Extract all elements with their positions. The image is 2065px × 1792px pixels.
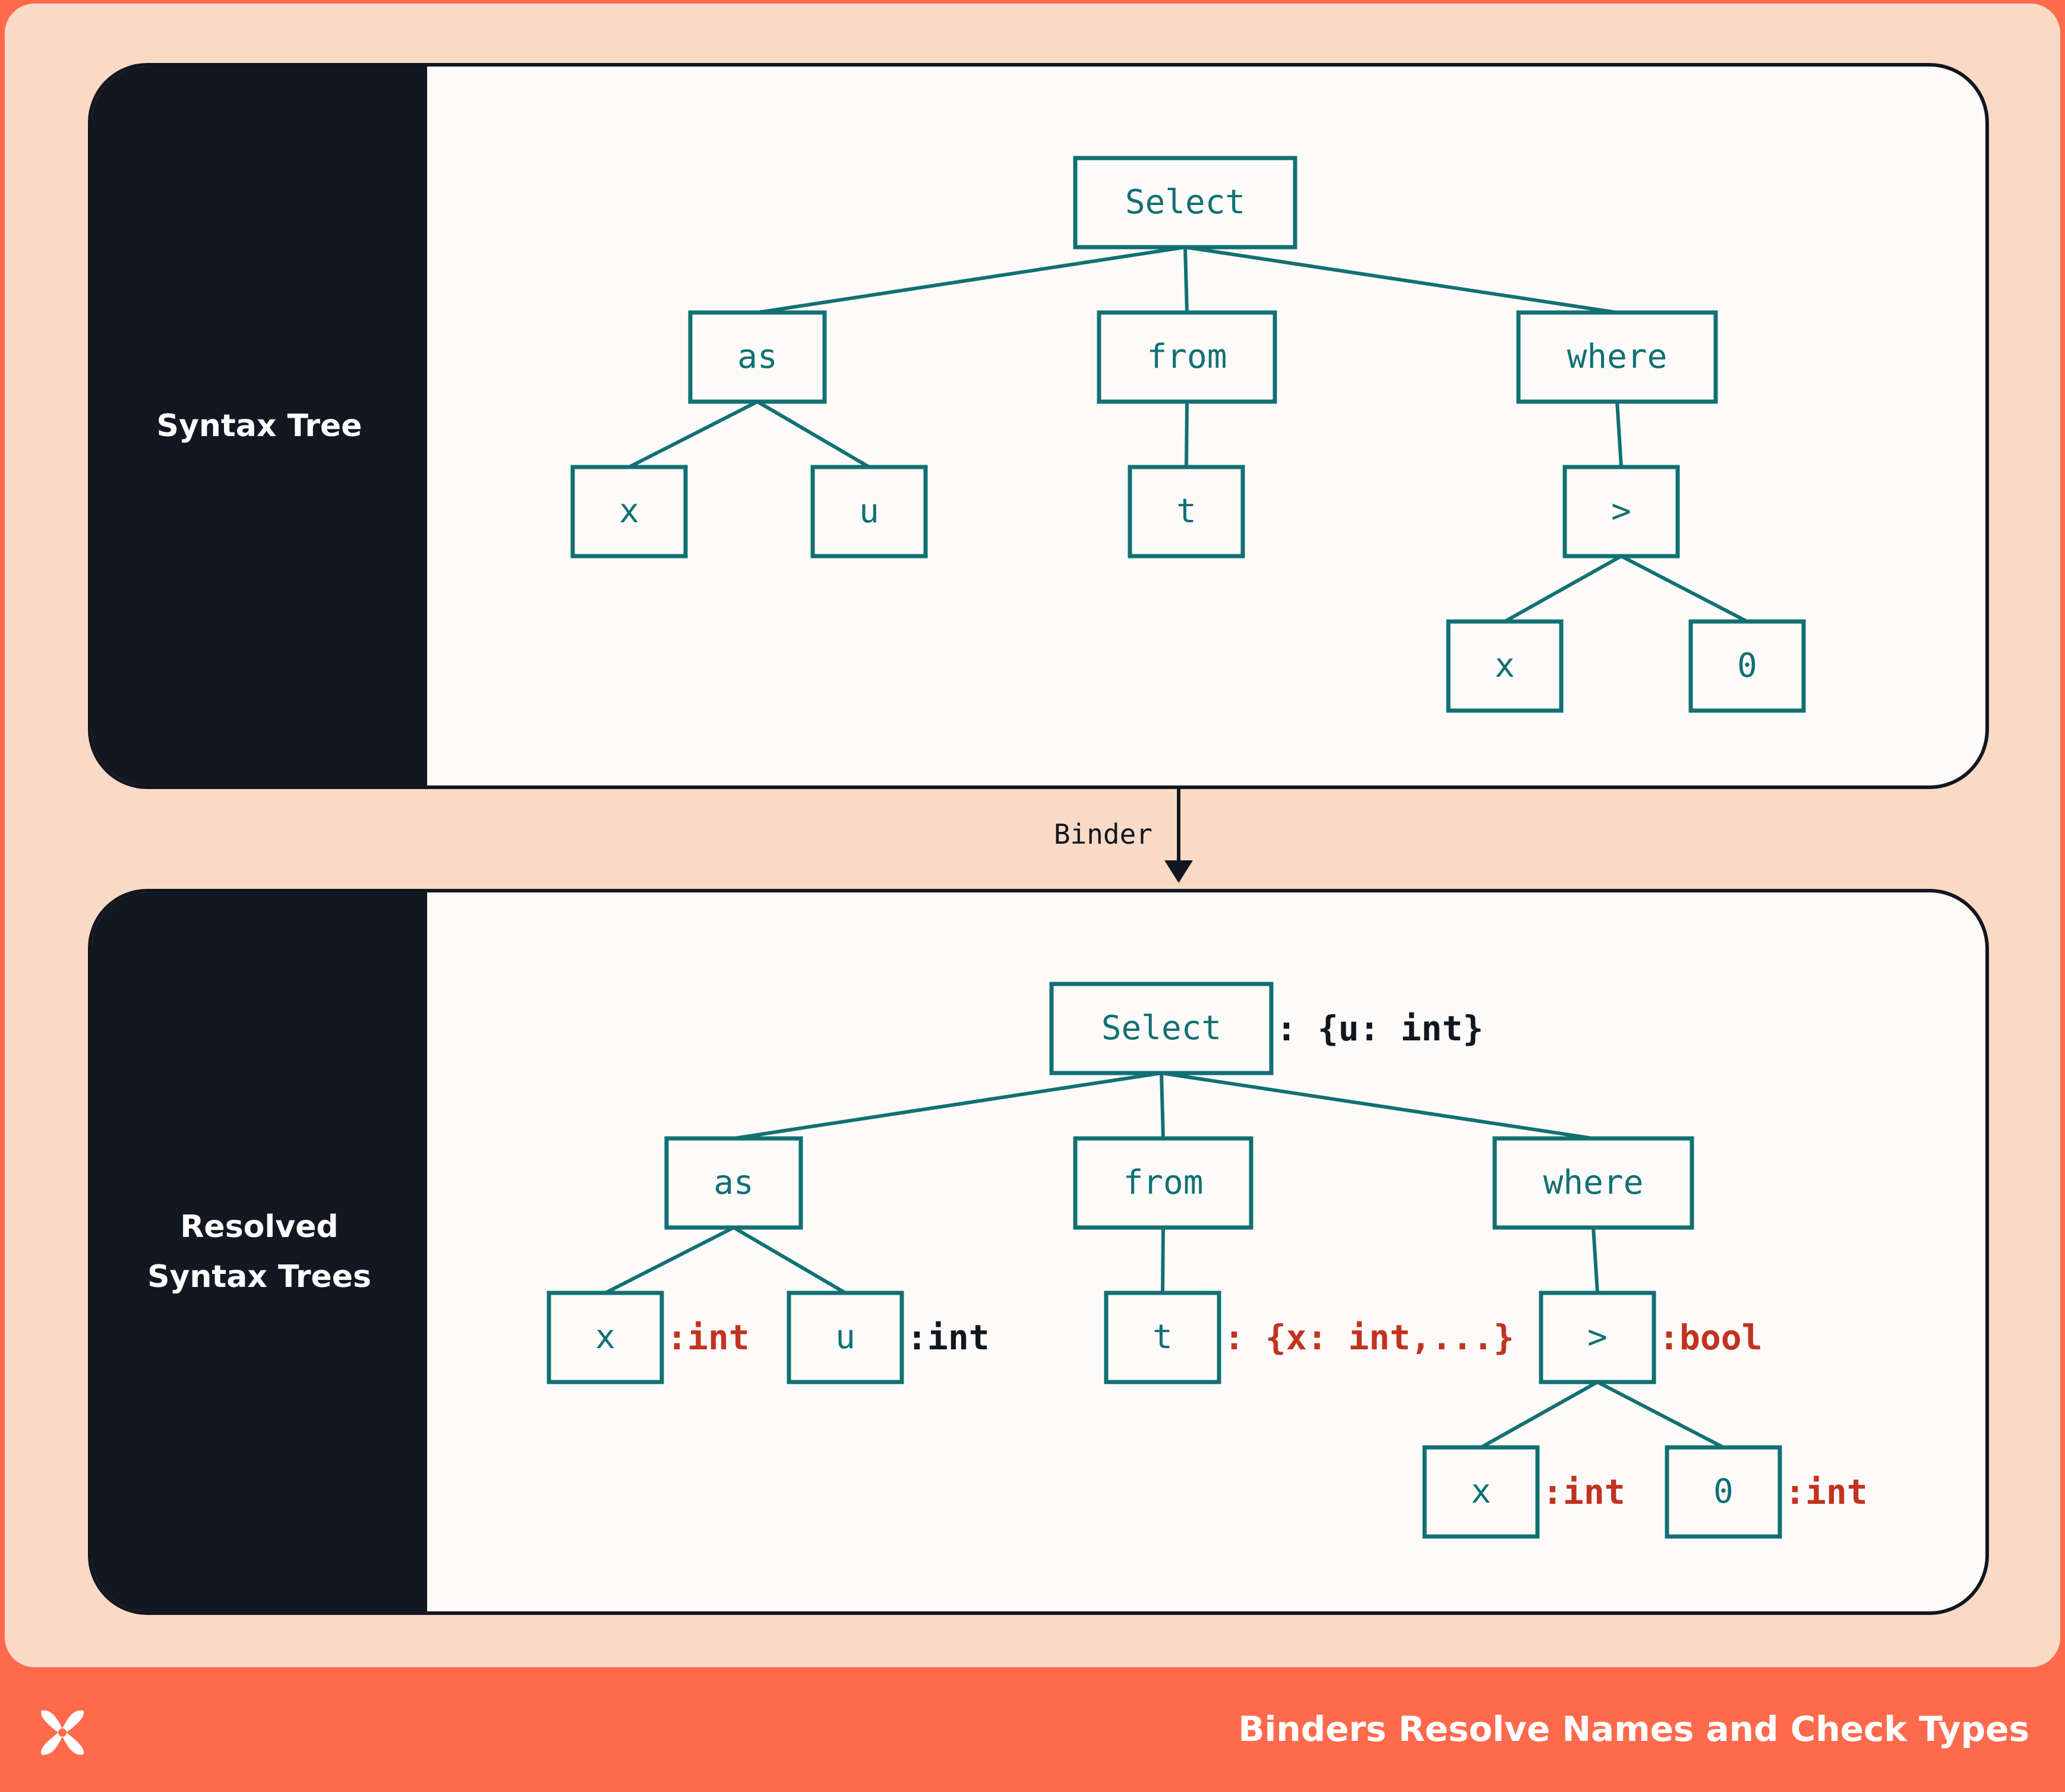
tree-node-x2: x — [1446, 619, 1564, 713]
syntax-tree: Select as from where x u t > x 0 — [570, 156, 1806, 713]
tree-node-x: x :int — [547, 1291, 750, 1384]
tree-node-box — [664, 1136, 803, 1230]
tree-edge — [757, 245, 1186, 314]
tree-node-box — [547, 1291, 664, 1384]
tree-node-zero: 0 — [1688, 619, 1806, 713]
tree-node-select: Select — [1073, 156, 1297, 250]
type-annotation: :int — [1542, 1472, 1625, 1512]
tree-edge — [1183, 247, 1189, 313]
tree-edge — [1480, 1380, 1599, 1449]
tree-node-u: u :int — [787, 1291, 990, 1384]
tree-node-box — [810, 465, 928, 559]
tree-node-label: > — [1611, 492, 1631, 531]
tree-node-where: where — [1492, 1136, 1694, 1230]
tree-edge — [756, 400, 870, 469]
tree-node-box — [1665, 1445, 1782, 1539]
type-annotation: : {x: int,...} — [1224, 1317, 1514, 1358]
tree-node-label: u — [835, 1318, 855, 1356]
tree-node-x: x — [570, 465, 688, 559]
tree-node-gt: > :bool — [1539, 1291, 1763, 1384]
tree-node-box — [787, 1291, 904, 1384]
tree-node-t: t — [1128, 465, 1245, 559]
tree-edge — [1185, 401, 1189, 468]
tree-node-label: x — [595, 1318, 615, 1356]
tree-node-label: as — [737, 337, 777, 376]
tree-node-label: as — [713, 1163, 753, 1202]
tree-node-gt: > — [1562, 465, 1680, 559]
tree-node-label: u — [859, 492, 879, 531]
tree-node-box — [1097, 310, 1277, 404]
tree-edge — [732, 1226, 847, 1295]
tree-edge — [1161, 1071, 1594, 1140]
tree-node-box — [1539, 1291, 1656, 1384]
tree-node-box — [1128, 465, 1245, 559]
diagram-background: Syntax Tree Select as from where x u t > x 0 Reso… — [5, 4, 2060, 1667]
tree-edge — [1504, 554, 1622, 623]
tree-node-label: where — [1543, 1163, 1644, 1202]
resolved-syntax-tree: Select : {u: int} as from where x :int u :int t : … — [547, 982, 1868, 1539]
tree-node-label: t — [1153, 1318, 1173, 1356]
tree-node-t: t : {x: int,...} — [1104, 1291, 1514, 1384]
tree-node-from: from — [1097, 310, 1277, 404]
tree-edge — [604, 1226, 735, 1295]
tree-node-box — [570, 465, 688, 559]
panel-label-syntax-tree: Syntax Tree — [156, 408, 362, 444]
tree-node-label: Select — [1101, 1009, 1221, 1048]
tree-node-x2: x :int — [1422, 1445, 1625, 1539]
tree-edge — [1615, 401, 1623, 468]
tree-edge — [1592, 1227, 1599, 1293]
panel-sidebar: Resolved Syntax Trees — [91, 892, 427, 1611]
tree-node-box — [1562, 465, 1680, 559]
tree-node-box — [1049, 982, 1274, 1075]
tree-node-box — [1073, 1136, 1253, 1230]
tree-node-label: Select — [1125, 183, 1245, 222]
tree-edge — [733, 1071, 1162, 1140]
tree-node-box — [1422, 1445, 1540, 1539]
type-annotation: :int — [907, 1317, 990, 1358]
tree-node-box — [1492, 1136, 1694, 1230]
tree-edge — [628, 400, 759, 469]
tree-node-box — [1073, 156, 1297, 250]
type-annotation: :int — [667, 1317, 750, 1358]
tree-edge — [1160, 1072, 1165, 1139]
tree-node-label: x — [1495, 646, 1515, 685]
tree-node-box — [1688, 619, 1806, 713]
tree-node-label: x — [619, 492, 639, 531]
tree-node-box — [1104, 1291, 1221, 1384]
tree-node-label: x — [1471, 1472, 1491, 1511]
tree-node-u: u — [810, 465, 928, 559]
tree-node-label: 0 — [1737, 646, 1757, 685]
tree-node-select: Select : {u: int} — [1049, 982, 1483, 1075]
tree-edge — [1596, 1380, 1725, 1449]
tree-node-from: from — [1073, 1136, 1253, 1230]
tree-node-label: t — [1176, 492, 1196, 531]
tree-node-label: from — [1147, 337, 1227, 376]
resolved-syntax-trees-panel: Resolved Syntax Trees Select : {u: int} as… — [88, 889, 1989, 1615]
tree-node-as: as — [664, 1136, 803, 1230]
tree-node-label: from — [1123, 1163, 1204, 1202]
panel-sidebar: Syntax Tree — [91, 67, 427, 785]
tree-node-label: 0 — [1713, 1472, 1734, 1511]
tree-node-where: where — [1516, 310, 1718, 404]
type-annotation: :bool — [1659, 1317, 1763, 1358]
x-logo-icon — [41, 1710, 84, 1755]
type-annotation: : {u: int} — [1276, 1008, 1483, 1049]
syntax-tree-panel: Syntax Tree Select as from where x u t > x 0 — [88, 63, 1989, 789]
tree-node-as: as — [688, 310, 827, 404]
tree-node-box — [688, 310, 827, 404]
tree-edge — [1620, 554, 1748, 623]
tree-node-zero: 0 :int — [1665, 1445, 1868, 1539]
footer-title: Binders Resolve Names and Check Types — [1238, 1709, 2029, 1749]
panel-label-resolved-syntax-trees: Resolved Syntax Trees — [147, 1209, 371, 1295]
tree-node-label: where — [1567, 337, 1668, 376]
tree-node-label: > — [1587, 1318, 1608, 1356]
footer-bar: Binders Resolve Names and Check Types — [0, 1667, 2065, 1792]
tree-node-box — [1446, 619, 1564, 713]
tree-node-box — [1516, 310, 1718, 404]
tree-edge — [1185, 245, 1618, 314]
type-annotation: :int — [1785, 1472, 1868, 1512]
